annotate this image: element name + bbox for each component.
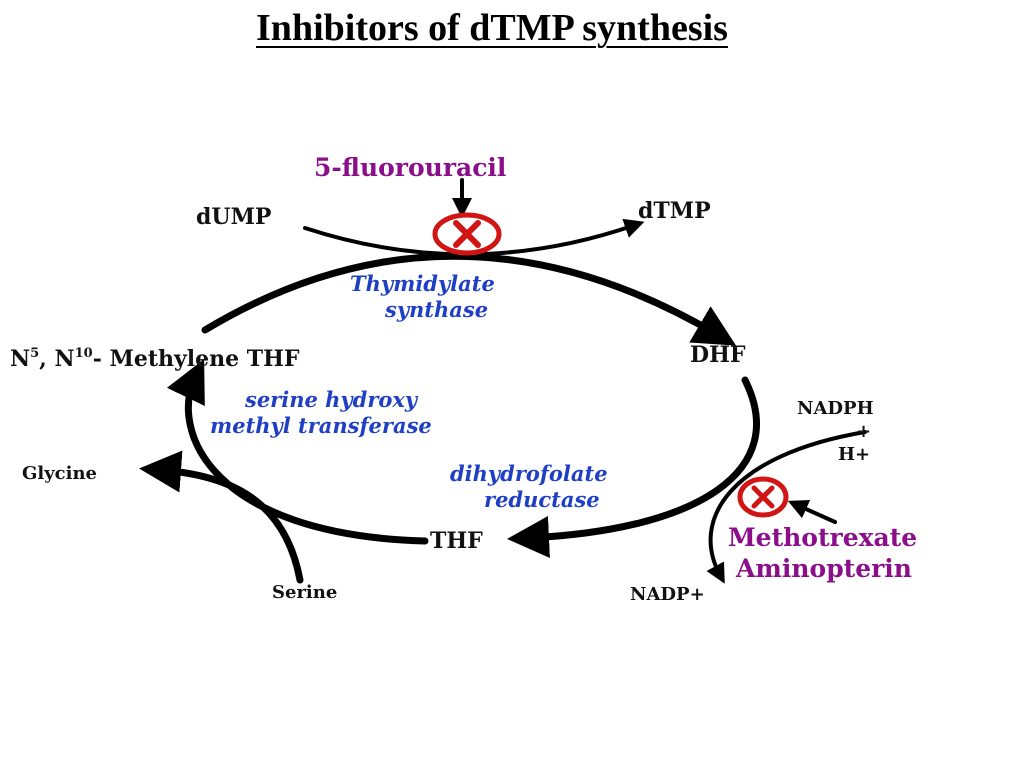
inhibitor-methotrexate: Methotrexate: [728, 523, 917, 552]
circled-x-icon: [432, 212, 502, 256]
metabolite-plus: +: [856, 421, 871, 442]
metabolite-dhf: DHF: [690, 342, 746, 368]
methylene-thf-to-dhf-arrow: [201, 252, 737, 346]
metabolite-dtmp: dTMP: [638, 198, 711, 224]
metabolite-glycine: Glycine: [22, 463, 97, 484]
thf-to-methylene-thf-arrow: [166, 359, 429, 545]
enzyme-shmt-line1: serine hydroxy: [244, 387, 419, 412]
dhf-to-thf-arrow: [507, 376, 760, 558]
metabolite-nadp: NADP+: [630, 584, 705, 605]
methotrexate-arrow: [787, 499, 837, 524]
enzyme-thymidylate-synthase-line1: Thymidylate: [350, 271, 495, 296]
metabolite-thf: THF: [430, 528, 483, 554]
inhibitor-aminopterin: Aminopterin: [735, 554, 912, 583]
enzyme-dhfr-line2: reductase: [484, 487, 600, 512]
nadph-to-nadp-arrow: [706, 430, 867, 584]
enzyme-dhfr-line1: dihydrofolate: [450, 461, 608, 486]
metabolite-nadph: NADPH: [797, 398, 874, 419]
metabolite-h-plus: H+: [838, 444, 870, 465]
enzyme-thymidylate-synthase-line2: synthase: [384, 297, 488, 322]
metabolite-serine: Serine: [272, 582, 337, 603]
inhibitor-5-fluorouracil: 5-fluorouracil: [314, 153, 506, 182]
metabolite-methylene-thf: N5, N10- Methylene THF: [10, 346, 300, 372]
serine-to-glycine-arrow: [139, 450, 304, 584]
enzyme-shmt-line2: methyl transferase: [210, 413, 432, 438]
metabolite-dump: dUMP: [196, 204, 271, 230]
page-title: Inhibitors of dTMP synthesis: [256, 7, 728, 49]
circled-x-icon: [737, 476, 789, 518]
